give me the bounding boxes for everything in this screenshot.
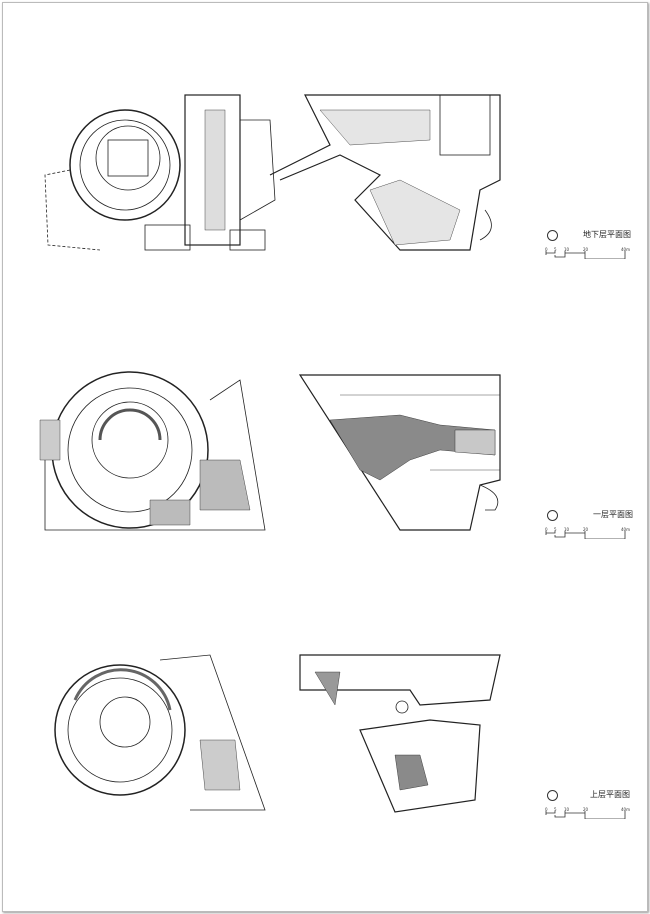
legend-ground-floor: 一层平面图 0 5 10 20 40m [545,507,645,547]
scale-label: 20 [583,807,589,812]
plan-title: 一层平面图 [593,510,633,519]
scale-label: 40m [621,247,630,252]
north-arrow-icon [547,230,558,241]
scale-label: 0 [545,807,548,812]
north-arrow-icon [547,510,558,521]
scale-label: 10 [564,807,570,812]
scale-label: 0 [545,527,548,532]
plan-title: 地下层平面图 [583,230,631,239]
legend-basement: 地下层平面图 0 5 10 20 40m [545,227,645,267]
legend-upper-floor: 上层平面图 0 5 10 20 40m [545,787,645,827]
scale-label: 10 [564,247,570,252]
scale-label: 20 [583,527,589,532]
plan-title: 上层平面图 [590,790,630,799]
scale-label: 5 [554,527,557,532]
ground-floor-plan [39,371,501,531]
scale-bar: 0 5 10 20 40m [545,247,630,259]
scale-bar: 0 5 10 20 40m [545,527,630,539]
scale-bar: 0 5 10 20 40m [545,807,630,819]
scale-label: 5 [554,807,557,812]
scale-label: 0 [545,247,548,252]
upper-floor-plan [54,654,501,813]
scale-label: 10 [564,527,570,532]
scale-label: 40m [621,527,630,532]
scale-label: 20 [583,247,589,252]
scale-label: 40m [621,807,630,812]
basement-plan [44,94,501,251]
scale-label: 5 [554,247,557,252]
north-arrow-icon [547,790,558,801]
